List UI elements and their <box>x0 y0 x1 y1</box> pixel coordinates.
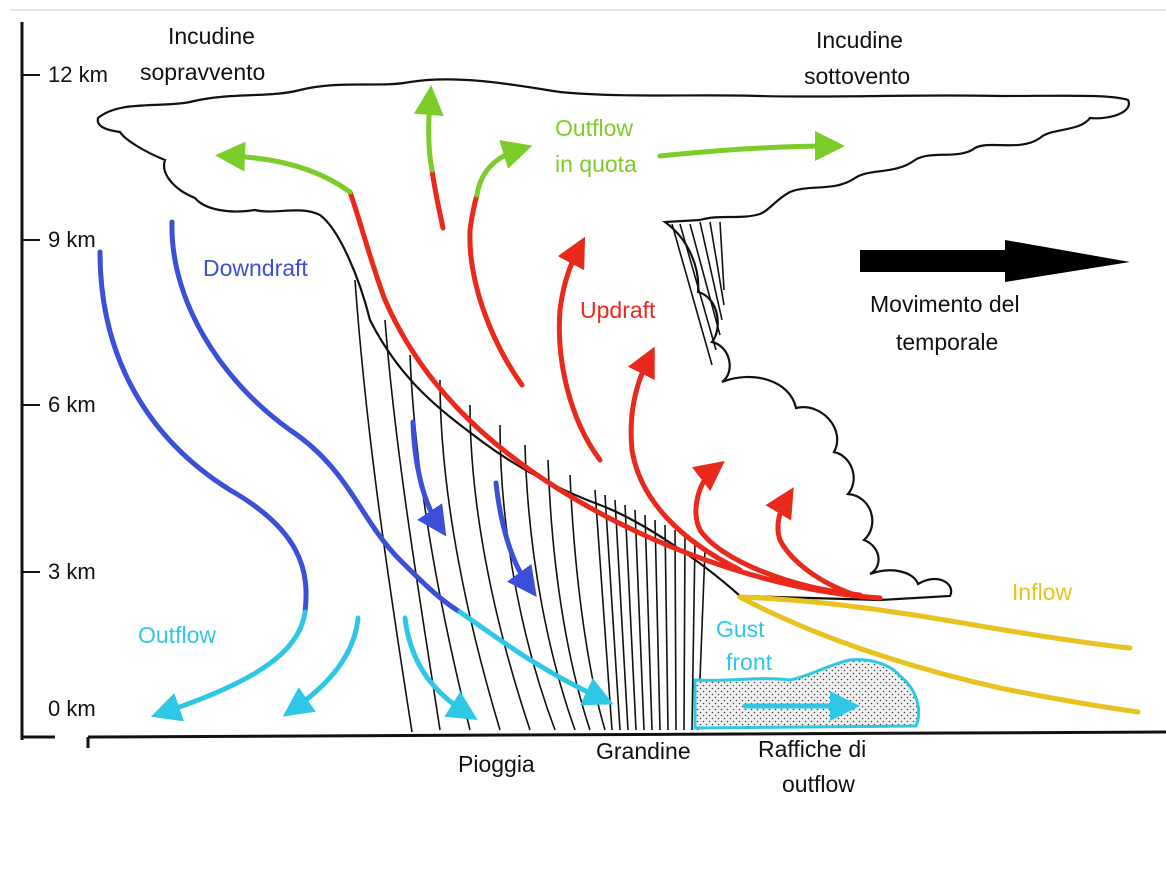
storm-motion-line1: Movimento del <box>870 291 1020 317</box>
tick-12km: 12 km <box>48 62 108 87</box>
storm-motion-line2: temporale <box>896 329 998 355</box>
gust-front-line1: Gust <box>716 616 765 642</box>
tick-3km: 3 km <box>48 559 96 584</box>
updraft-label: Updraft <box>580 297 656 323</box>
tick-9km: 9 km <box>48 227 96 252</box>
downdraft-label: Downdraft <box>203 255 308 281</box>
outflow-gusts-line1: Raffiche di <box>758 736 866 762</box>
anvil-upwind-label: Incudine sopravvento <box>140 23 265 85</box>
gust-front-label: Gust front <box>716 616 773 675</box>
outflow-aloft-line1: Outflow <box>555 115 633 141</box>
rain-label: Pioggia <box>458 751 535 777</box>
gust-front-line2: front <box>726 649 773 675</box>
outflow-gusts-line2: outflow <box>782 771 855 797</box>
anvil-upwind-line1: Incudine <box>168 23 255 49</box>
inflow-label: Inflow <box>1012 579 1072 605</box>
outflow-label: Outflow <box>138 622 216 648</box>
outflow-gusts-label: Raffiche di outflow <box>758 736 866 797</box>
anvil-downwind-line1: Incudine <box>816 27 903 53</box>
storm-motion-arrow <box>860 240 1130 282</box>
anvil-downwind-label: Incudine sottovento <box>804 27 910 89</box>
height-axis: 12 km 9 km 6 km 3 km 0 km <box>22 22 108 740</box>
outflow-aloft-line2: in quota <box>555 151 637 177</box>
tick-0km: 0 km <box>48 696 96 721</box>
anvil-upwind-line2: sopravvento <box>140 59 265 85</box>
hail-label: Grandine <box>596 738 691 764</box>
storm-motion-label: Movimento del temporale <box>870 291 1020 355</box>
anvil-downwind-line2: sottovento <box>804 63 910 89</box>
tick-6km: 6 km <box>48 392 96 417</box>
